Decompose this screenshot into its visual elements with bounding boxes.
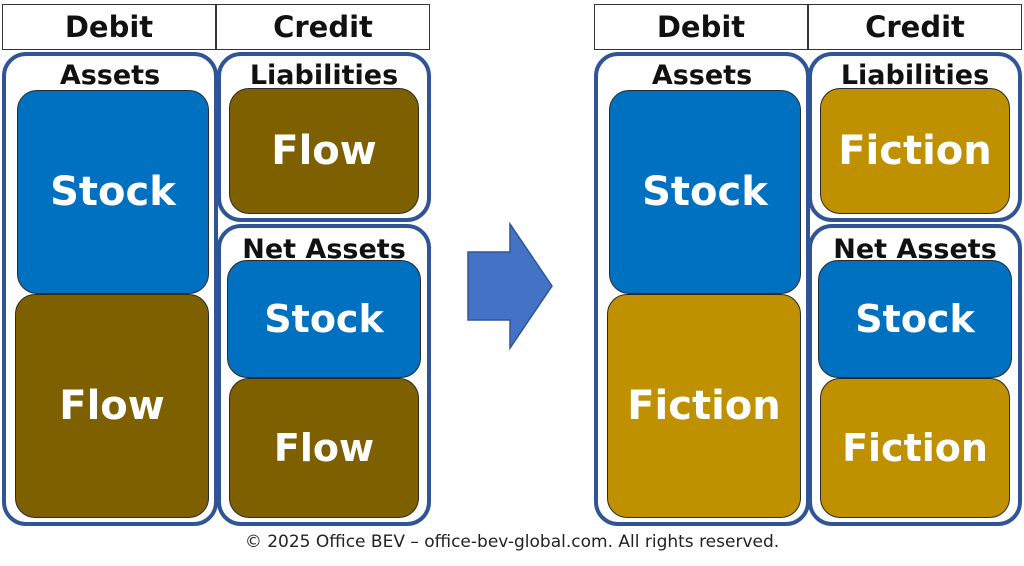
- left-net-assets-stock-block: Stock: [227, 260, 421, 378]
- right-assets-label: Assets: [651, 60, 753, 91]
- right-assets-stock-block: Stock: [609, 90, 801, 294]
- left-credit-header: Credit: [216, 4, 430, 50]
- right-liabilities-fiction-block: Fiction: [820, 88, 1010, 214]
- right-net-assets-fiction-block: Fiction: [820, 378, 1010, 518]
- left-liabilities-group: Liabilities Flow: [217, 52, 431, 222]
- copyright-footer: © 2025 Office BEV – office-bev-global.co…: [244, 532, 780, 552]
- right-net-assets-stock-block: Stock: [818, 260, 1012, 378]
- right-net-assets-label: Net Assets: [833, 234, 997, 265]
- left-net-assets-label: Net Assets: [242, 234, 406, 265]
- right-debit-header: Debit: [594, 4, 808, 50]
- right-arrow-icon: [467, 222, 553, 351]
- left-debit-header: Debit: [2, 4, 216, 50]
- left-assets-label: Assets: [59, 60, 161, 91]
- left-assets-flow-block: Flow: [15, 294, 209, 518]
- left-assets-group: Assets Stock Flow: [2, 52, 218, 526]
- left-assets-stock-block: Stock: [17, 90, 209, 294]
- left-liabilities-label: Liabilities: [249, 60, 399, 91]
- right-credit-header: Credit: [808, 4, 1022, 50]
- right-net-assets-group: Net Assets Stock Fiction: [808, 224, 1022, 526]
- right-liabilities-label: Liabilities: [840, 60, 990, 91]
- right-assets-group: Assets Stock Fiction: [594, 52, 810, 526]
- left-net-assets-flow-block: Flow: [229, 378, 419, 518]
- left-liabilities-flow-block: Flow: [229, 88, 419, 214]
- right-assets-fiction-block: Fiction: [607, 294, 801, 518]
- left-net-assets-group: Net Assets Stock Flow: [217, 224, 431, 526]
- right-liabilities-group: Liabilities Fiction: [808, 52, 1022, 222]
